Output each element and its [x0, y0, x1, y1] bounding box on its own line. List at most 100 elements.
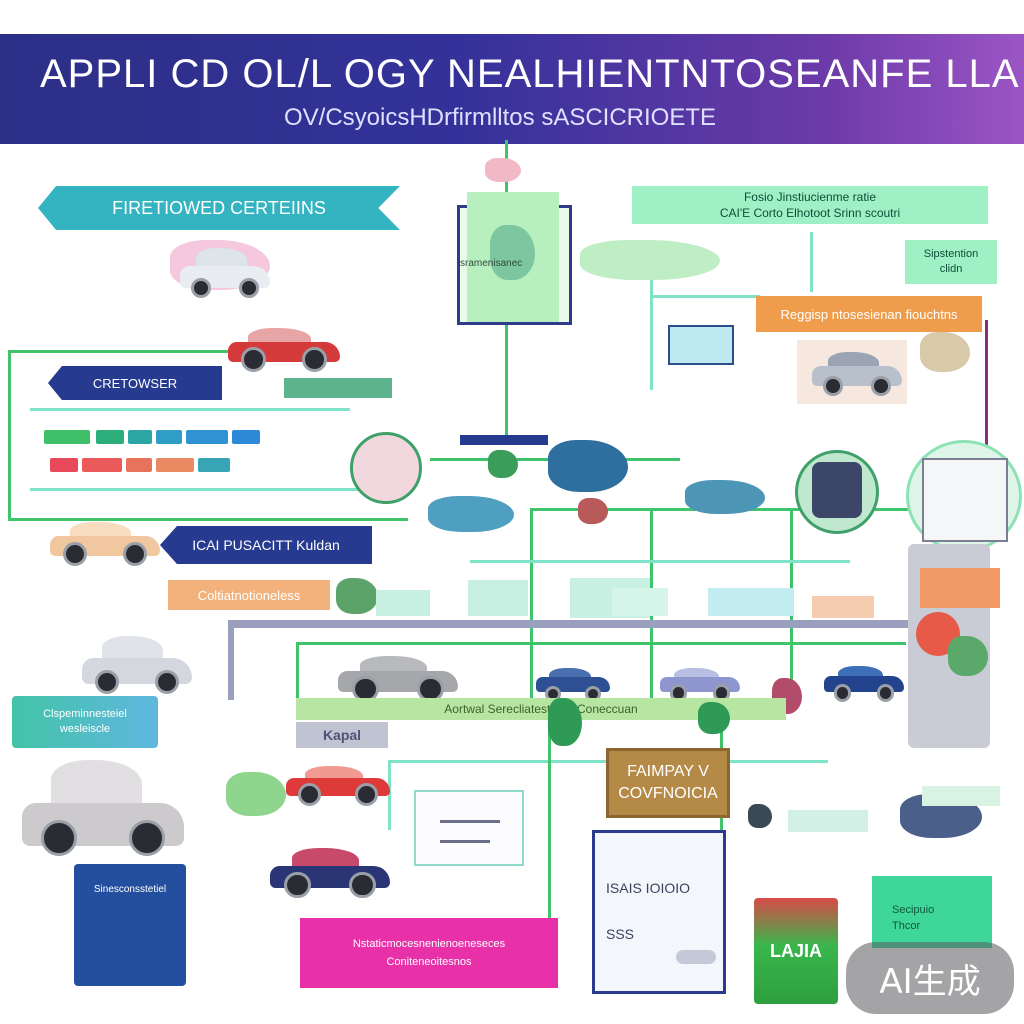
- plant-illustration: [580, 240, 720, 280]
- qr-tile: [548, 698, 582, 746]
- flower-small: [578, 498, 608, 524]
- magenta-line-2: Coniteneoitesnos: [386, 956, 472, 968]
- right-green-card: [872, 876, 992, 948]
- top-right-line-2: CAI'E Corto Elhotoot Srinn scoutri: [719, 206, 901, 220]
- connector-line: [8, 350, 228, 353]
- gray-sedan: [338, 656, 458, 702]
- red-car-illustration: [228, 328, 340, 372]
- machine-illustration-2: [685, 480, 765, 514]
- rose-illustration: [485, 158, 521, 182]
- chip: [82, 458, 122, 472]
- ai-generated-watermark: AI生成: [846, 942, 1014, 1014]
- connector-line: [296, 642, 299, 702]
- screen-slider: [676, 950, 716, 964]
- connector-line: [8, 518, 408, 521]
- mint-tile: [468, 580, 528, 616]
- right-slab: [788, 810, 868, 832]
- teal-left-line-2: wesleiscle: [59, 723, 111, 735]
- beige-car-illustration: [50, 522, 160, 566]
- screen-line-1: ISAIS IOIOIO: [606, 880, 691, 896]
- magenta-card: Nstaticmocesnenienoeneseces Coniteneoite…: [300, 918, 558, 988]
- screen-panel: [592, 830, 726, 994]
- tree-illustration: [488, 450, 518, 478]
- mint-tile: [612, 588, 668, 616]
- blue-car: [536, 668, 610, 702]
- qr-tile: [698, 702, 730, 734]
- lavender-car: [660, 668, 740, 702]
- form-panel: [414, 790, 524, 866]
- machine-frame: [922, 458, 1008, 542]
- navy-hatchback: [270, 848, 390, 898]
- connector-line: [810, 232, 813, 292]
- right-small-line-2: clidn: [939, 263, 963, 275]
- leaf-illustration: [490, 225, 535, 280]
- chip: [186, 430, 228, 444]
- connector-line: [548, 700, 551, 920]
- connector-line: [296, 642, 906, 645]
- connector-line: [985, 320, 988, 450]
- left-navy-banner: CRETOWSER: [48, 366, 222, 400]
- suv-illustration: [22, 760, 184, 856]
- navy-mid-banner: ICAI PUSACITT Kuldan: [160, 526, 372, 564]
- right-small-line-1: Sipstention: [923, 248, 979, 260]
- gold-box: FAIMPAY V COVFNOICIA: [606, 748, 730, 818]
- center-navy-tab: [460, 435, 548, 445]
- magenta-line-1: Nstaticmocesnenienoeneseces: [352, 938, 506, 950]
- connector-line: [470, 560, 850, 563]
- right-column-plant: [948, 636, 988, 676]
- peach-mid-banner: Coltiatnotioneless: [168, 580, 330, 610]
- left-silver-car: [82, 636, 192, 694]
- map-illustration: [226, 772, 286, 816]
- connector-line: [30, 408, 350, 411]
- header-banner: APPLI CD OL/L OGY NEALHIENTNTOSEANFE LLA…: [0, 34, 1024, 144]
- chip: [232, 430, 260, 444]
- page-subtitle: OV/CsyoicsHDrfirmlltos sASCICRIOETE: [283, 104, 717, 131]
- mint-tile: [376, 590, 430, 616]
- right-column-accent: [920, 568, 1000, 608]
- gold-box-line-2: COVFNOICIA: [618, 785, 718, 802]
- navy-car: [824, 666, 904, 702]
- chip: [50, 458, 78, 472]
- tree-illustration-2: [336, 578, 378, 614]
- connector-line: [650, 295, 760, 298]
- chip: [96, 430, 124, 444]
- pattern-tile: [284, 378, 392, 398]
- form-line: [440, 840, 490, 843]
- screen-line-2: SSS: [606, 926, 635, 942]
- chip: [126, 458, 152, 472]
- right-card-line-1: Secipuio: [892, 904, 935, 916]
- connector-line: [228, 620, 234, 700]
- connector-line: [530, 508, 533, 698]
- chip: [156, 430, 182, 444]
- gold-box-line-1: FAIMPAY V: [627, 763, 709, 780]
- car-illustration: [180, 248, 270, 298]
- chip: [128, 430, 152, 444]
- gray-tab: Kapal: [296, 722, 388, 748]
- top-right-banner: Fosio Jinstiucienme ratie CAI'E Corto El…: [632, 186, 988, 224]
- center-top-card-label: sramenisanec: [460, 258, 523, 269]
- teal-left-line-1: Clspeminnesteiel: [43, 708, 127, 720]
- teal-left-banner: Clspeminnesteiel wesleiscle: [12, 696, 158, 748]
- right-small-banner: Sipstention clidn: [905, 240, 997, 284]
- wave-illustration: [548, 440, 628, 492]
- top-left-banner: FIRETIOWED CERTEIINS: [38, 186, 400, 230]
- right-card-line-2: Thcor: [892, 920, 921, 932]
- orange-tile: [812, 596, 874, 618]
- top-right-line-1: Fosio Jinstiucienme ratie: [743, 190, 877, 204]
- blue-card: Sinesconsstetiel: [74, 864, 186, 986]
- vehicle-blob: [428, 496, 514, 532]
- connector-line: [388, 760, 391, 830]
- robot-face: [812, 462, 862, 518]
- tractor-circle: [350, 432, 422, 504]
- connector-line: [650, 270, 653, 390]
- connector-line: [228, 620, 908, 628]
- mint-tile: [708, 588, 794, 616]
- qr-tile: [748, 804, 772, 828]
- right-orange-banner: Reggisp ntosesienan fiouchtns: [756, 296, 982, 332]
- chip: [156, 458, 194, 472]
- silver-car-illustration: [812, 352, 902, 396]
- chip: [198, 458, 230, 472]
- connector-line: [30, 488, 370, 491]
- factory-illustration: [668, 325, 734, 365]
- connector-line: [8, 350, 11, 520]
